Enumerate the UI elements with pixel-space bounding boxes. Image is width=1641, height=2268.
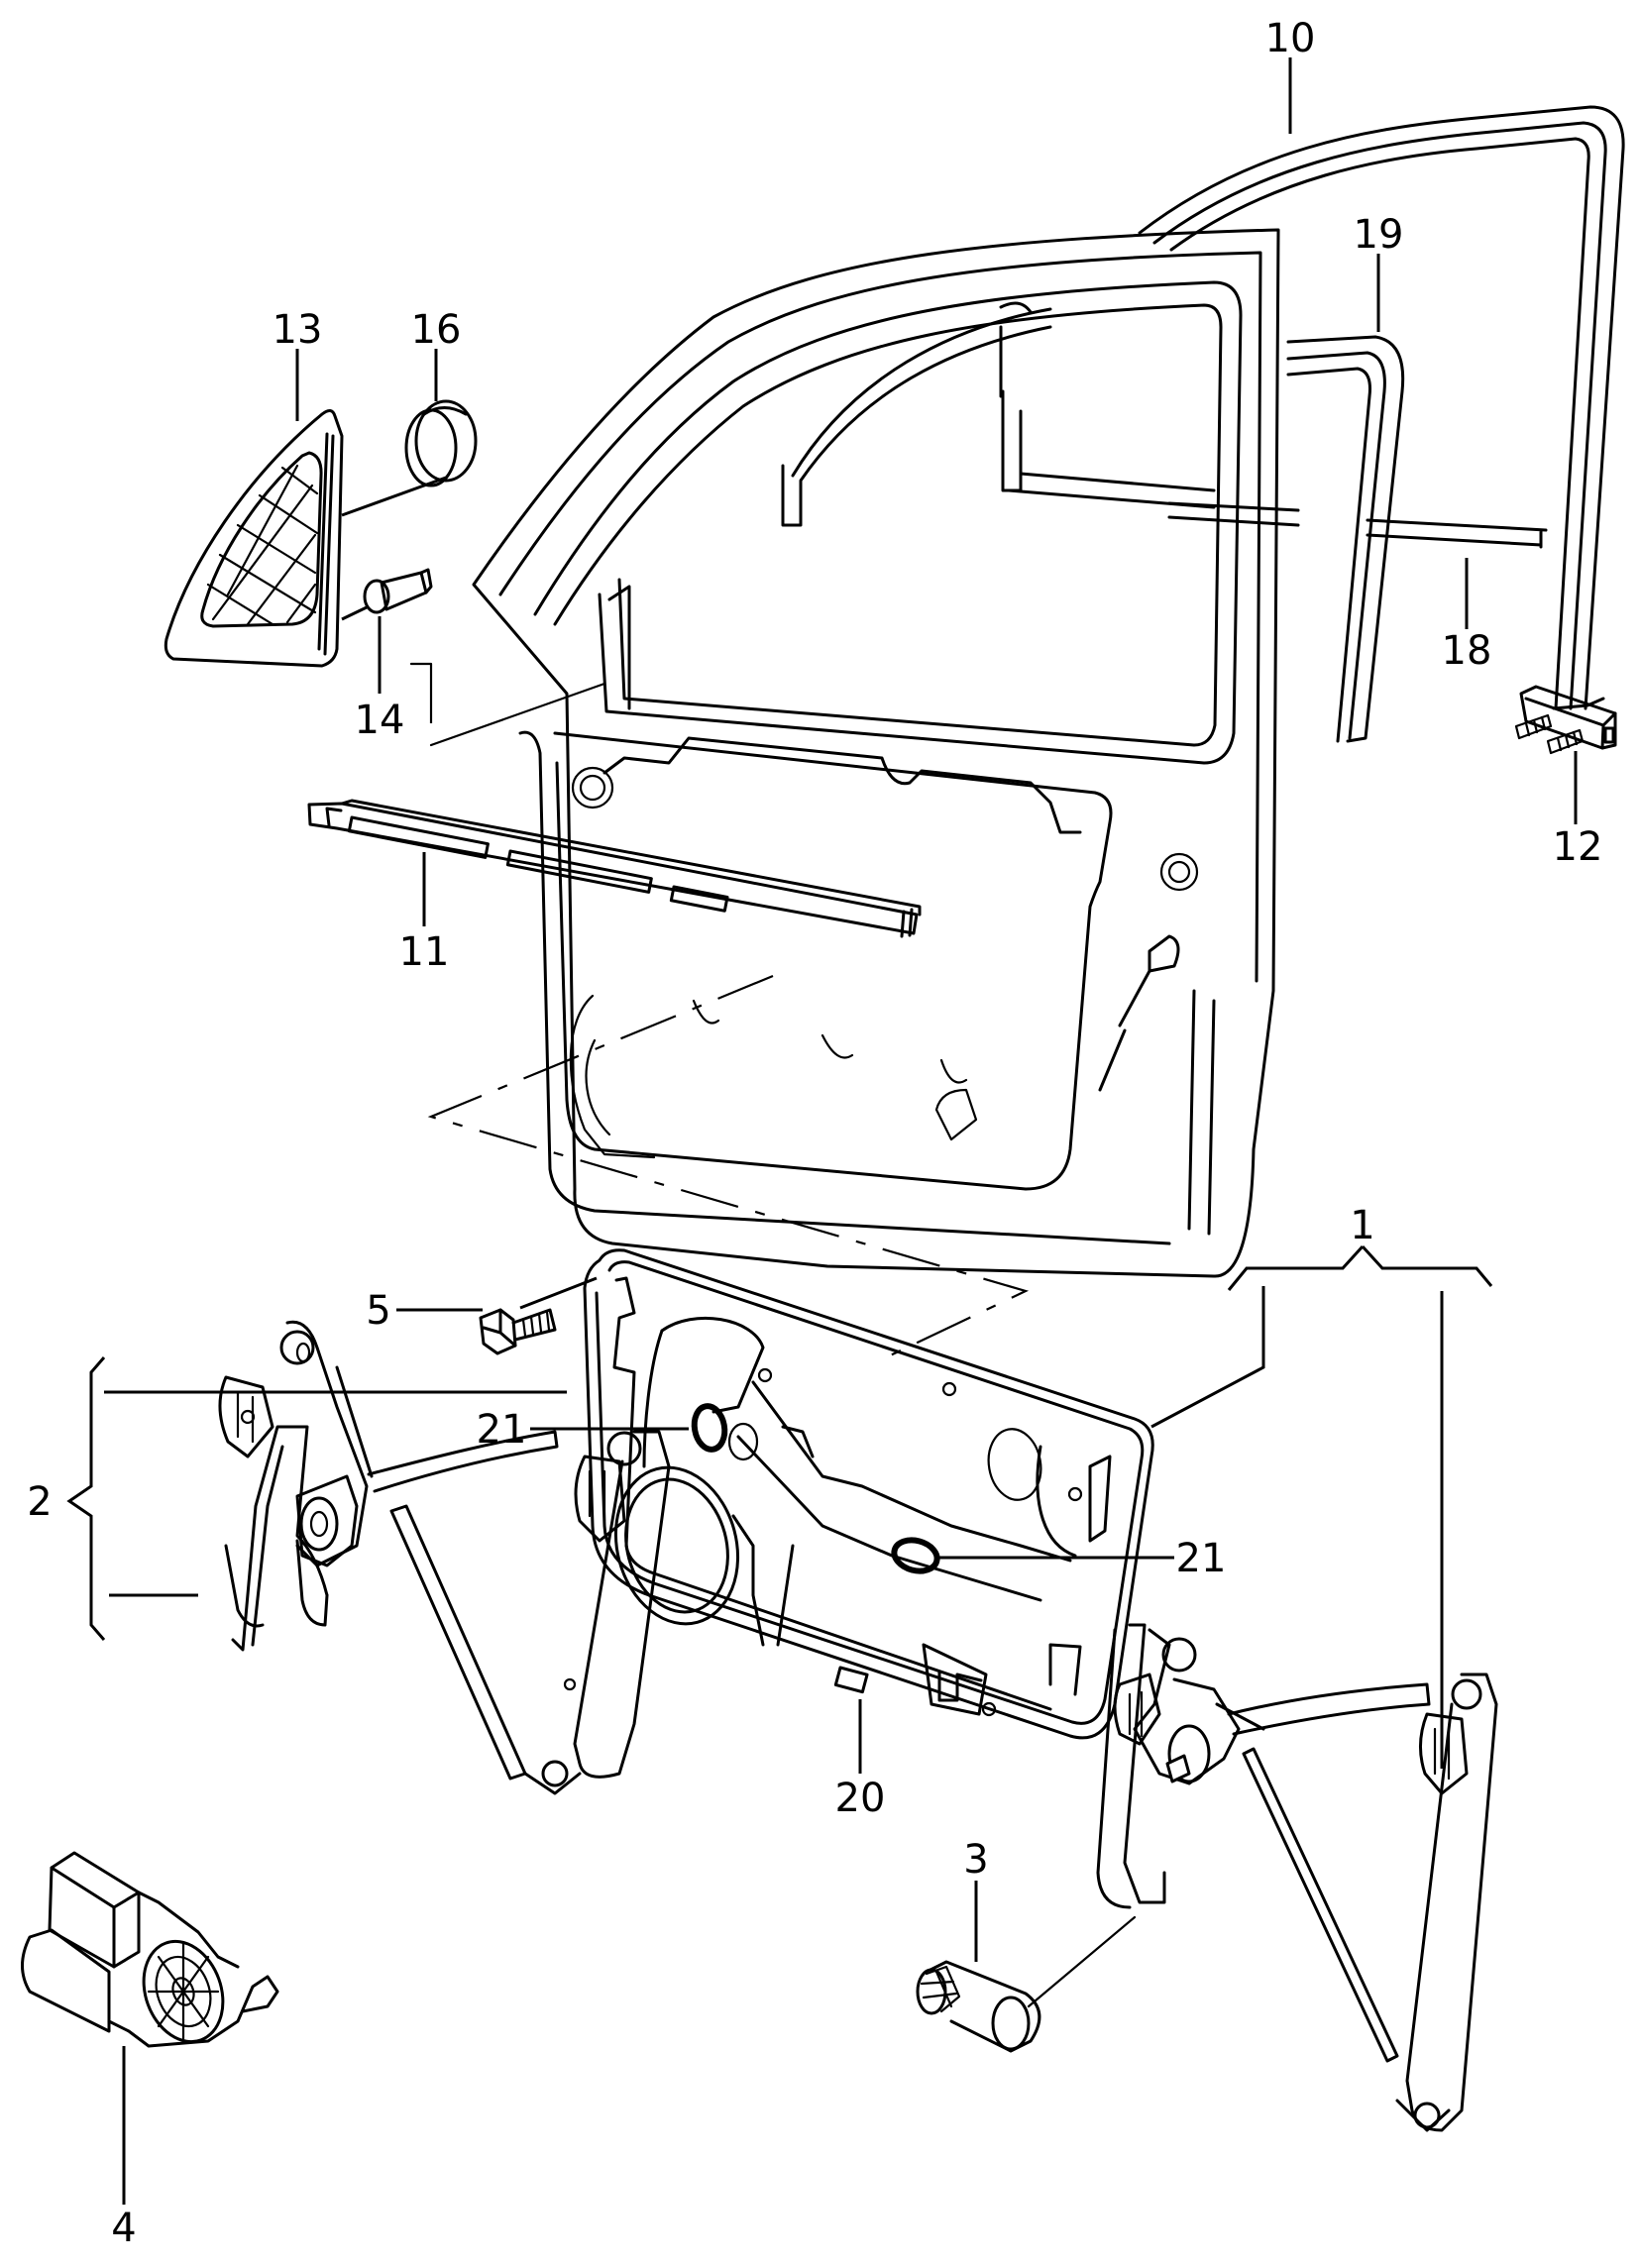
projection-lines [409,662,1030,1360]
callout-12: 12 [1553,824,1603,870]
callout-21-upper: 21 [477,1407,527,1453]
hex-bolt [479,1308,557,1355]
window-regulator-right [1096,1623,1498,2132]
callout-13: 13 [273,307,323,353]
callout-5: 5 [366,1288,390,1334]
callout-14: 14 [355,698,405,743]
sealing-ring-upper [691,1403,728,1453]
callout-18: 18 [1442,628,1492,674]
sealing-ring-lower [891,1537,940,1574]
callout-21-lower: 21 [1176,1536,1227,1581]
window-regulator-left [218,1320,671,1795]
door-module-carrier [583,1248,1154,1740]
expanding-clip [363,568,433,614]
callout-16: 16 [411,307,462,353]
stud-bracket [1514,685,1617,755]
callout-11: 11 [399,929,450,975]
leader-lines [66,57,1578,2205]
callout-1: 1 [1350,1203,1374,1248]
window-crank-handle [916,1915,1137,2053]
inner-channel-seal [1286,335,1405,743]
window-guide-rail [1167,501,1548,549]
callout-4: 4 [111,2206,136,2251]
callout-2: 2 [27,1479,52,1525]
foam-pad [404,399,478,487]
window-channel-seal [1138,105,1625,710]
callout-labels: 10 19 13 16 14 18 12 11 1 5 2 21 21 20 3… [27,16,1602,2251]
door-shell [472,228,1280,1278]
callout-10: 10 [1265,16,1316,61]
callout-20: 20 [835,1776,886,1821]
callout-19: 19 [1354,212,1404,258]
window-sill-seal-strip [307,799,922,938]
callout-3: 3 [963,1837,988,1883]
mirror-triangle-cover [164,409,344,668]
window-motor [21,1851,279,2048]
